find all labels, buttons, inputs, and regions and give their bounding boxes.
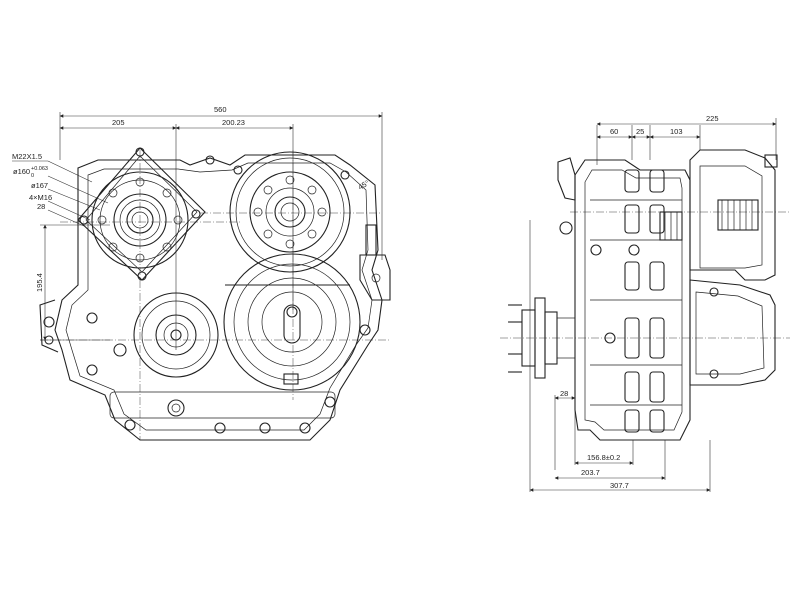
- dim-flange-thickness: 28: [560, 389, 568, 398]
- dim-seg-a: 60: [610, 127, 618, 136]
- dim-mid-length: 203.7: [581, 468, 600, 477]
- input-housing: [659, 149, 778, 281]
- dim-shaft-spacing: 200.23: [222, 118, 245, 127]
- dim-seg-c: 103: [670, 127, 683, 136]
- dim-left-offset: 205: [112, 118, 125, 127]
- front-view: 560 205 200.23 195.4 M22X1.5 ø160 +0.063…: [12, 105, 391, 441]
- lower-right-cover: [689, 279, 776, 386]
- callout-bolts: 4×M16: [29, 193, 52, 202]
- input-flange-left: [77, 147, 206, 281]
- callout-depth: 28: [37, 202, 45, 211]
- dim-overall-width: 560: [214, 105, 227, 114]
- dim-seg-b: 25: [636, 127, 644, 136]
- side-view: 60 25 103 225 28 156.8±0.2 203.7 307.7: [500, 114, 790, 492]
- callout-bore-tol: +0.063: [31, 166, 48, 172]
- idler-gear-left: [113, 292, 219, 417]
- output-gear-right: [229, 151, 351, 273]
- callout-bore-tol-lower: 0: [31, 173, 34, 179]
- callout-bore: ø160: [13, 167, 30, 176]
- output-flange: [508, 297, 576, 379]
- dim-total-top: 225: [706, 114, 719, 123]
- callout-pitch: ø167: [31, 181, 48, 190]
- callout-group: M22X1.5 ø160 +0.063 0 ø167 4×M16 28: [12, 152, 109, 227]
- dim-pilot: 156.8±0.2: [587, 453, 620, 462]
- dim-overall-length: 307.7: [610, 481, 629, 490]
- lower-cover-right: [223, 253, 361, 391]
- dim-height-offset: 195.4: [35, 273, 44, 292]
- housing-ribs: [590, 169, 682, 433]
- callout-thread: M22X1.5: [12, 152, 42, 161]
